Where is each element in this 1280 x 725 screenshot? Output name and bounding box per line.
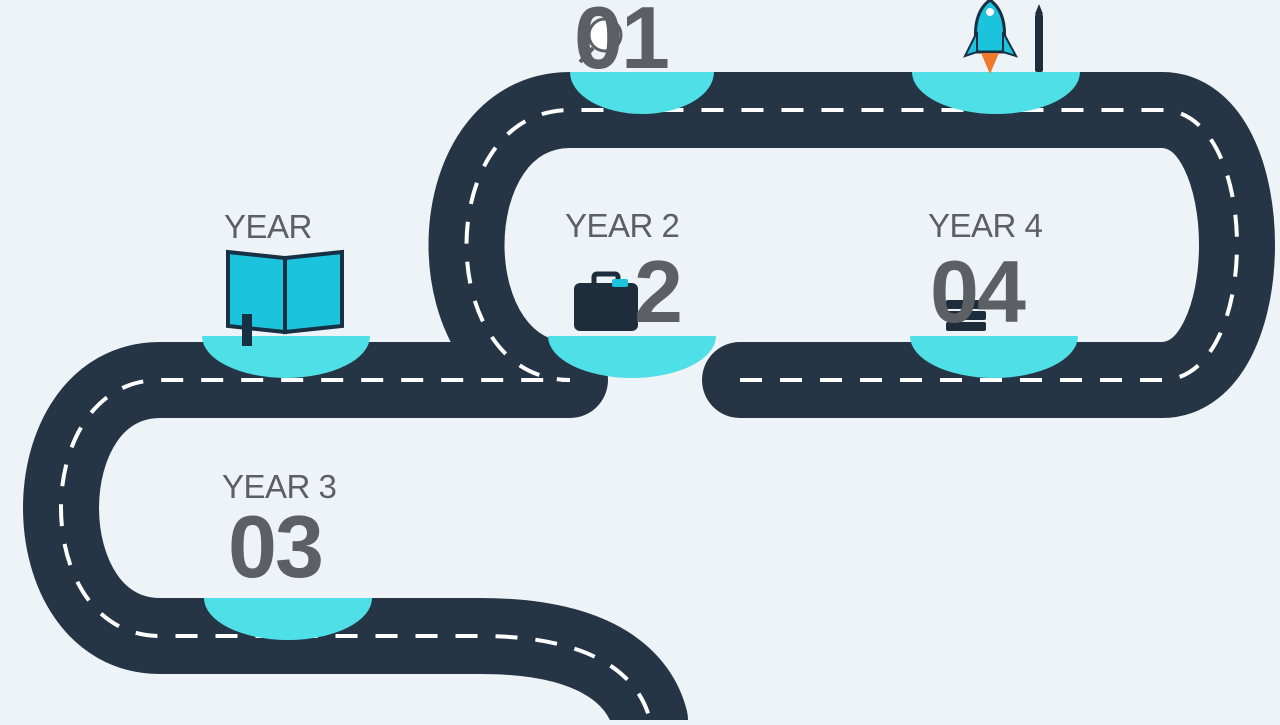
milestone-number-2: 2 (634, 242, 683, 341)
milestone-number-01: 01 (574, 0, 670, 87)
briefcase-icon (574, 271, 638, 331)
road-centerline (59, 108, 1239, 721)
milestone-marker-6 (912, 72, 1080, 114)
lightbulb-icon (578, 17, 623, 64)
milestone-label-year4: YEAR 4 (928, 207, 1043, 244)
rocket-icon (963, 0, 1019, 74)
milestone-label-year3: YEAR 3 (222, 468, 337, 505)
milestone-label-year2: YEAR 2 (565, 207, 680, 244)
pen-icon (1035, 4, 1043, 72)
milestone-number-04: 04 (930, 242, 1026, 341)
milestone-marker-year2 (548, 336, 716, 378)
milestone-marker-1 (570, 72, 714, 114)
milestone-marker-year3 (204, 598, 372, 640)
open-book-icon (226, 249, 344, 346)
milestone-label-year: YEAR (224, 208, 312, 245)
books-stack-icon (944, 300, 986, 331)
milestone-marker-year (202, 336, 370, 378)
milestone-number-03: 03 (228, 497, 324, 596)
milestone-marker-year4 (910, 336, 1078, 378)
